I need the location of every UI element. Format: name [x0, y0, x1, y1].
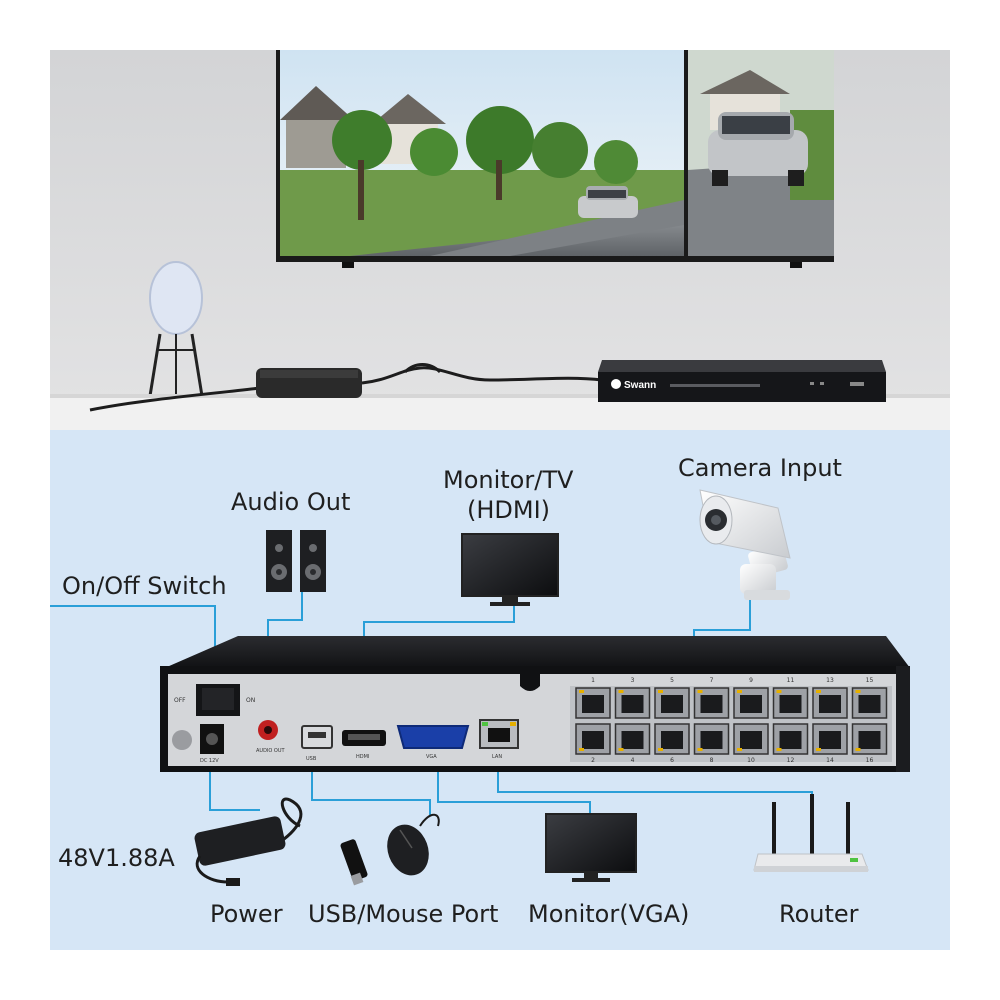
on-off-switch-label: On/Off Switch	[62, 572, 227, 600]
poe-port-socket	[740, 731, 762, 749]
ground-screw	[172, 730, 192, 750]
poe-port-socket	[582, 731, 604, 749]
poe-port-socket	[582, 695, 604, 713]
poe-port-number: 16	[866, 757, 874, 764]
poe-port-socket	[740, 695, 762, 713]
usb-mark: USB	[306, 756, 317, 762]
poe-port-led	[737, 748, 742, 751]
speakers-icon	[266, 530, 326, 592]
poe-port-led	[816, 748, 821, 751]
product-photo: Swann	[50, 50, 950, 430]
poe-port-socket	[858, 695, 881, 713]
monitor-vga-icon	[545, 813, 637, 882]
poe-port-socket	[819, 695, 841, 713]
poe-port-socket	[700, 731, 723, 749]
poe-port-socket	[661, 695, 683, 713]
hdmi-mark: HDMI	[356, 754, 369, 760]
power-spec-label: 48V1.88A	[58, 844, 175, 872]
monitor-hdmi-label-line1: Monitor/TV	[443, 466, 574, 494]
router-label: Router	[779, 900, 859, 928]
poe-port-number: 7	[710, 677, 714, 684]
poe-port-number: 9	[749, 677, 753, 684]
usb-line	[311, 765, 431, 815]
monitor-hdmi-icon	[461, 533, 559, 606]
vga-port[interactable]	[396, 725, 470, 749]
room-scene: Swann	[50, 50, 950, 430]
lan-mark: LAN	[492, 754, 502, 760]
poe-port-number: 13	[826, 677, 834, 684]
poe-port-socket	[661, 731, 683, 749]
poe-port-led	[618, 748, 624, 751]
off-mark: OFF	[174, 697, 186, 704]
poe-port-led	[737, 690, 742, 693]
poe-port-led	[579, 690, 584, 693]
poe-port-led	[776, 690, 782, 693]
power-line	[209, 760, 260, 811]
lamp	[148, 261, 204, 397]
poe-port-led	[618, 690, 624, 693]
poe-port-socket	[779, 695, 802, 713]
router-icon	[753, 794, 869, 872]
power-adapter-icon	[194, 797, 303, 886]
usb-mouse-port-label: USB/Mouse Port	[308, 900, 499, 928]
on-mark: ON	[246, 697, 255, 704]
poe-port-number: 8	[710, 757, 714, 764]
poe-port-led	[658, 690, 663, 693]
camera-icon	[699, 489, 791, 600]
poe-port-socket	[819, 731, 841, 749]
dc-mark: DC 12V	[200, 758, 219, 764]
poe-port-number: 6	[670, 757, 674, 764]
poe-port-number: 15	[866, 677, 874, 684]
poe-port-socket	[700, 695, 723, 713]
poe-port-led	[697, 690, 703, 693]
monitor-hdmi-label-line2: (HDMI)	[467, 496, 551, 524]
poe-port-number: 3	[631, 677, 635, 684]
poe-port-number: 4	[631, 757, 635, 764]
poe-port-socket	[621, 731, 644, 749]
poe-port-led	[855, 690, 861, 693]
vga-mark: VGA	[426, 754, 437, 760]
poe-port-socket	[779, 731, 802, 749]
poe-port-number: 11	[787, 677, 795, 684]
brand-logo: Swann	[624, 380, 656, 391]
poe-port-number: 14	[826, 757, 834, 764]
poe-port-socket	[621, 695, 644, 713]
poe-port-led	[855, 748, 861, 751]
poe-port-led	[776, 748, 782, 751]
poe-port-number: 1	[591, 677, 595, 684]
poe-port-led	[697, 748, 703, 751]
poe-port-socket	[858, 731, 881, 749]
power-label: Power	[210, 900, 283, 928]
audio-out-mark: AUDIO OUT	[256, 748, 286, 754]
poe-port-led	[816, 690, 821, 693]
vga-line	[437, 756, 591, 816]
audio-out-label: Audio Out	[231, 488, 351, 516]
poe-port-number: 5	[670, 677, 674, 684]
monitor-vga-label: Monitor(VGA)	[528, 900, 690, 928]
poe-port-number: 12	[787, 757, 795, 764]
nvr-front: Swann	[598, 360, 886, 402]
poe-port-number: 2	[591, 757, 595, 764]
poe-port-led	[658, 748, 663, 751]
connection-diagram: OFF ON DC 12V AUDIO OUT USB HDMI VGA LAN	[50, 430, 950, 950]
poe-port-number: 10	[747, 757, 755, 764]
poe-port-led	[579, 748, 584, 751]
camera-input-label: Camera Input	[678, 454, 842, 482]
usb-mouse-icon	[340, 813, 440, 886]
power-adapter	[89, 363, 603, 412]
tv	[276, 50, 834, 268]
diagram-graphics: OFF ON DC 12V AUDIO OUT USB HDMI VGA LAN	[50, 489, 910, 886]
